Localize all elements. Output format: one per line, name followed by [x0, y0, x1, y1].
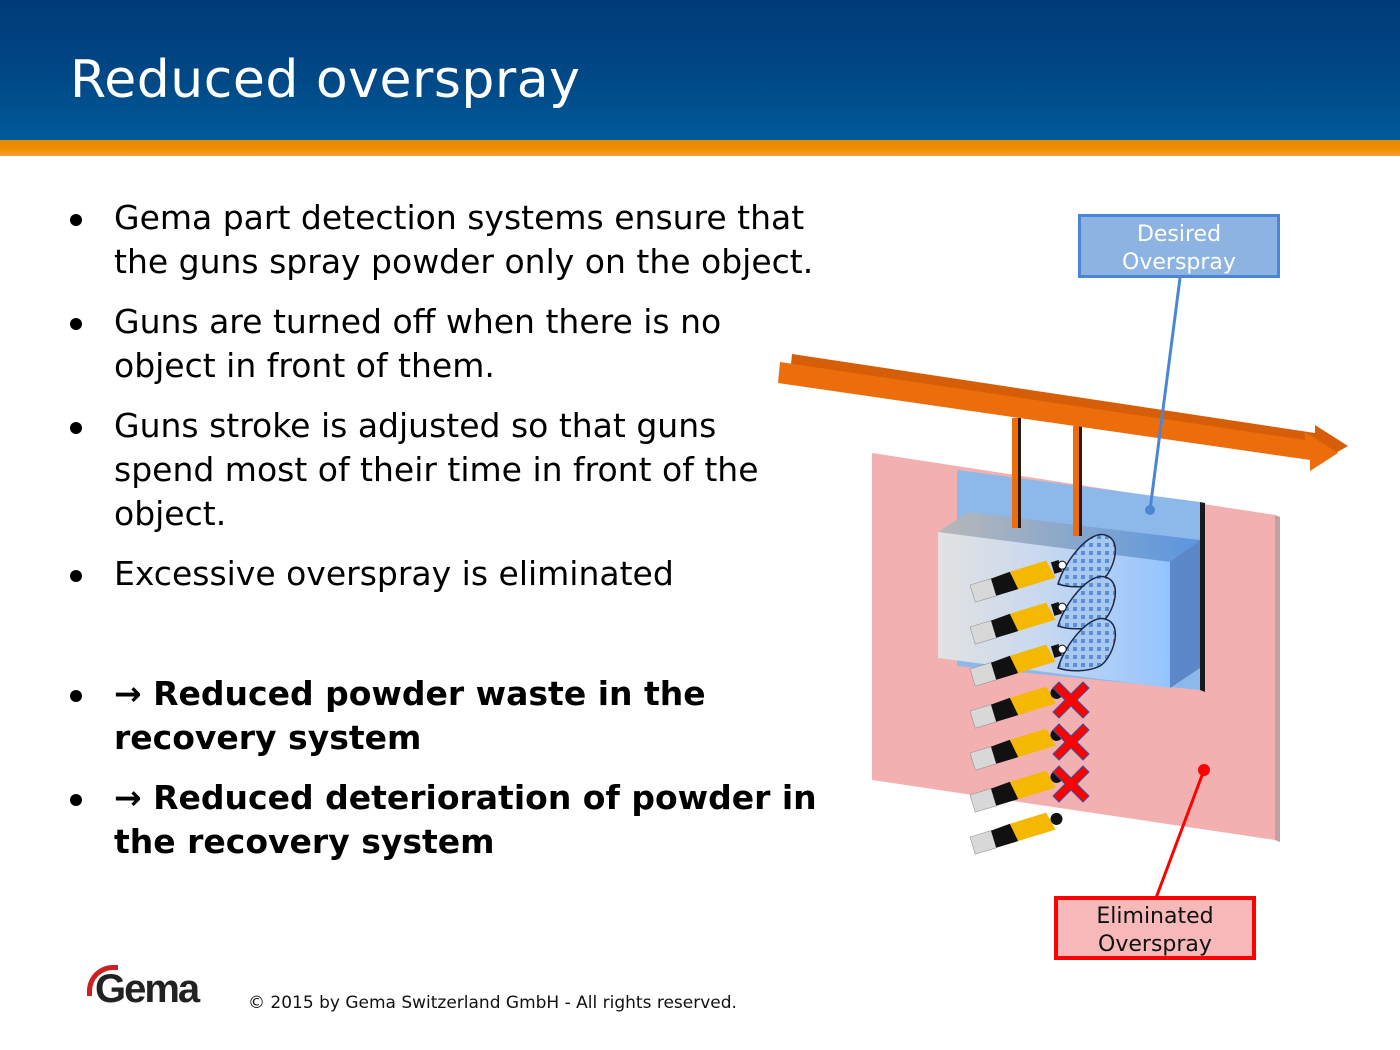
spray-gun-icon-active [969, 644, 1067, 687]
desired-callout-leader [1145, 277, 1182, 515]
logo-arc-icon [87, 965, 118, 996]
bullet-dot-icon [70, 794, 82, 806]
conveyor-arrow-icon [778, 354, 1348, 471]
eliminated-callout-leader [1154, 764, 1210, 899]
spray-gun-icon-inactive [969, 728, 1063, 771]
bullet-text: Guns stroke is adjusted so that guns spe… [114, 406, 759, 533]
bullet-dot-icon [70, 214, 82, 226]
logo-text: Gema [95, 967, 200, 1011]
spray-guns [969, 560, 1067, 855]
header-accent-stripe [0, 140, 1400, 156]
spray-gun-icon-inactive [969, 686, 1063, 729]
slide-title: Reduced overspray [70, 50, 581, 110]
gema-logo: Gema [85, 965, 215, 1015]
bullet-dot-icon [70, 690, 82, 702]
desired-overspray-callout: Desired Overspray [1078, 214, 1280, 278]
bullet-item: Gema part detection systems ensure that … [66, 196, 826, 284]
bullet-dot-icon [70, 318, 82, 330]
cross-icon [1052, 723, 1090, 761]
cross-icon [1052, 681, 1090, 719]
cross-icon [1052, 765, 1090, 803]
hanger-rods [1012, 418, 1082, 536]
bullet-text: Guns are turned off when there is no obj… [114, 302, 722, 385]
bullet-text: → Reduced deterioration of powder in the… [114, 778, 817, 861]
bullet-item-conclusion: → Reduced deterioration of powder in the… [66, 776, 826, 864]
bullet-dot-icon [70, 422, 82, 434]
spray-pattern-icons [1057, 533, 1117, 672]
spray-gun-icon-active [969, 602, 1067, 645]
bullet-item-conclusion: → Reduced powder waste in the recovery s… [66, 672, 826, 760]
bullet-dot-icon [70, 570, 82, 582]
diagram-illustration [778, 277, 1348, 899]
disabled-cross-icons [1052, 681, 1090, 803]
spray-gun-icon-inactive [969, 812, 1063, 855]
eliminated-overspray-callout: Eliminated Overspray [1054, 896, 1256, 960]
overspray-diagram: Desired Overspray Eliminated Overspray [760, 190, 1400, 990]
bullet-item: Guns stroke is adjusted so that guns spe… [66, 404, 826, 536]
bullet-list: Gema part detection systems ensure that … [66, 196, 826, 880]
bullet-text: Excessive overspray is eliminated [114, 554, 674, 593]
copyright-notice: © 2015 by Gema Switzerland GmbH - All ri… [248, 993, 737, 1013]
bullet-text: Gema part detection systems ensure that … [114, 198, 814, 281]
slide-header: Reduced overspray [0, 0, 1400, 140]
bullet-text: → Reduced powder waste in the recovery s… [114, 674, 706, 757]
bullet-item: Excessive overspray is eliminated [66, 552, 826, 596]
spacer [66, 612, 826, 672]
bullet-item: Guns are turned off when there is no obj… [66, 300, 826, 388]
spray-gun-icon-active [969, 560, 1067, 603]
